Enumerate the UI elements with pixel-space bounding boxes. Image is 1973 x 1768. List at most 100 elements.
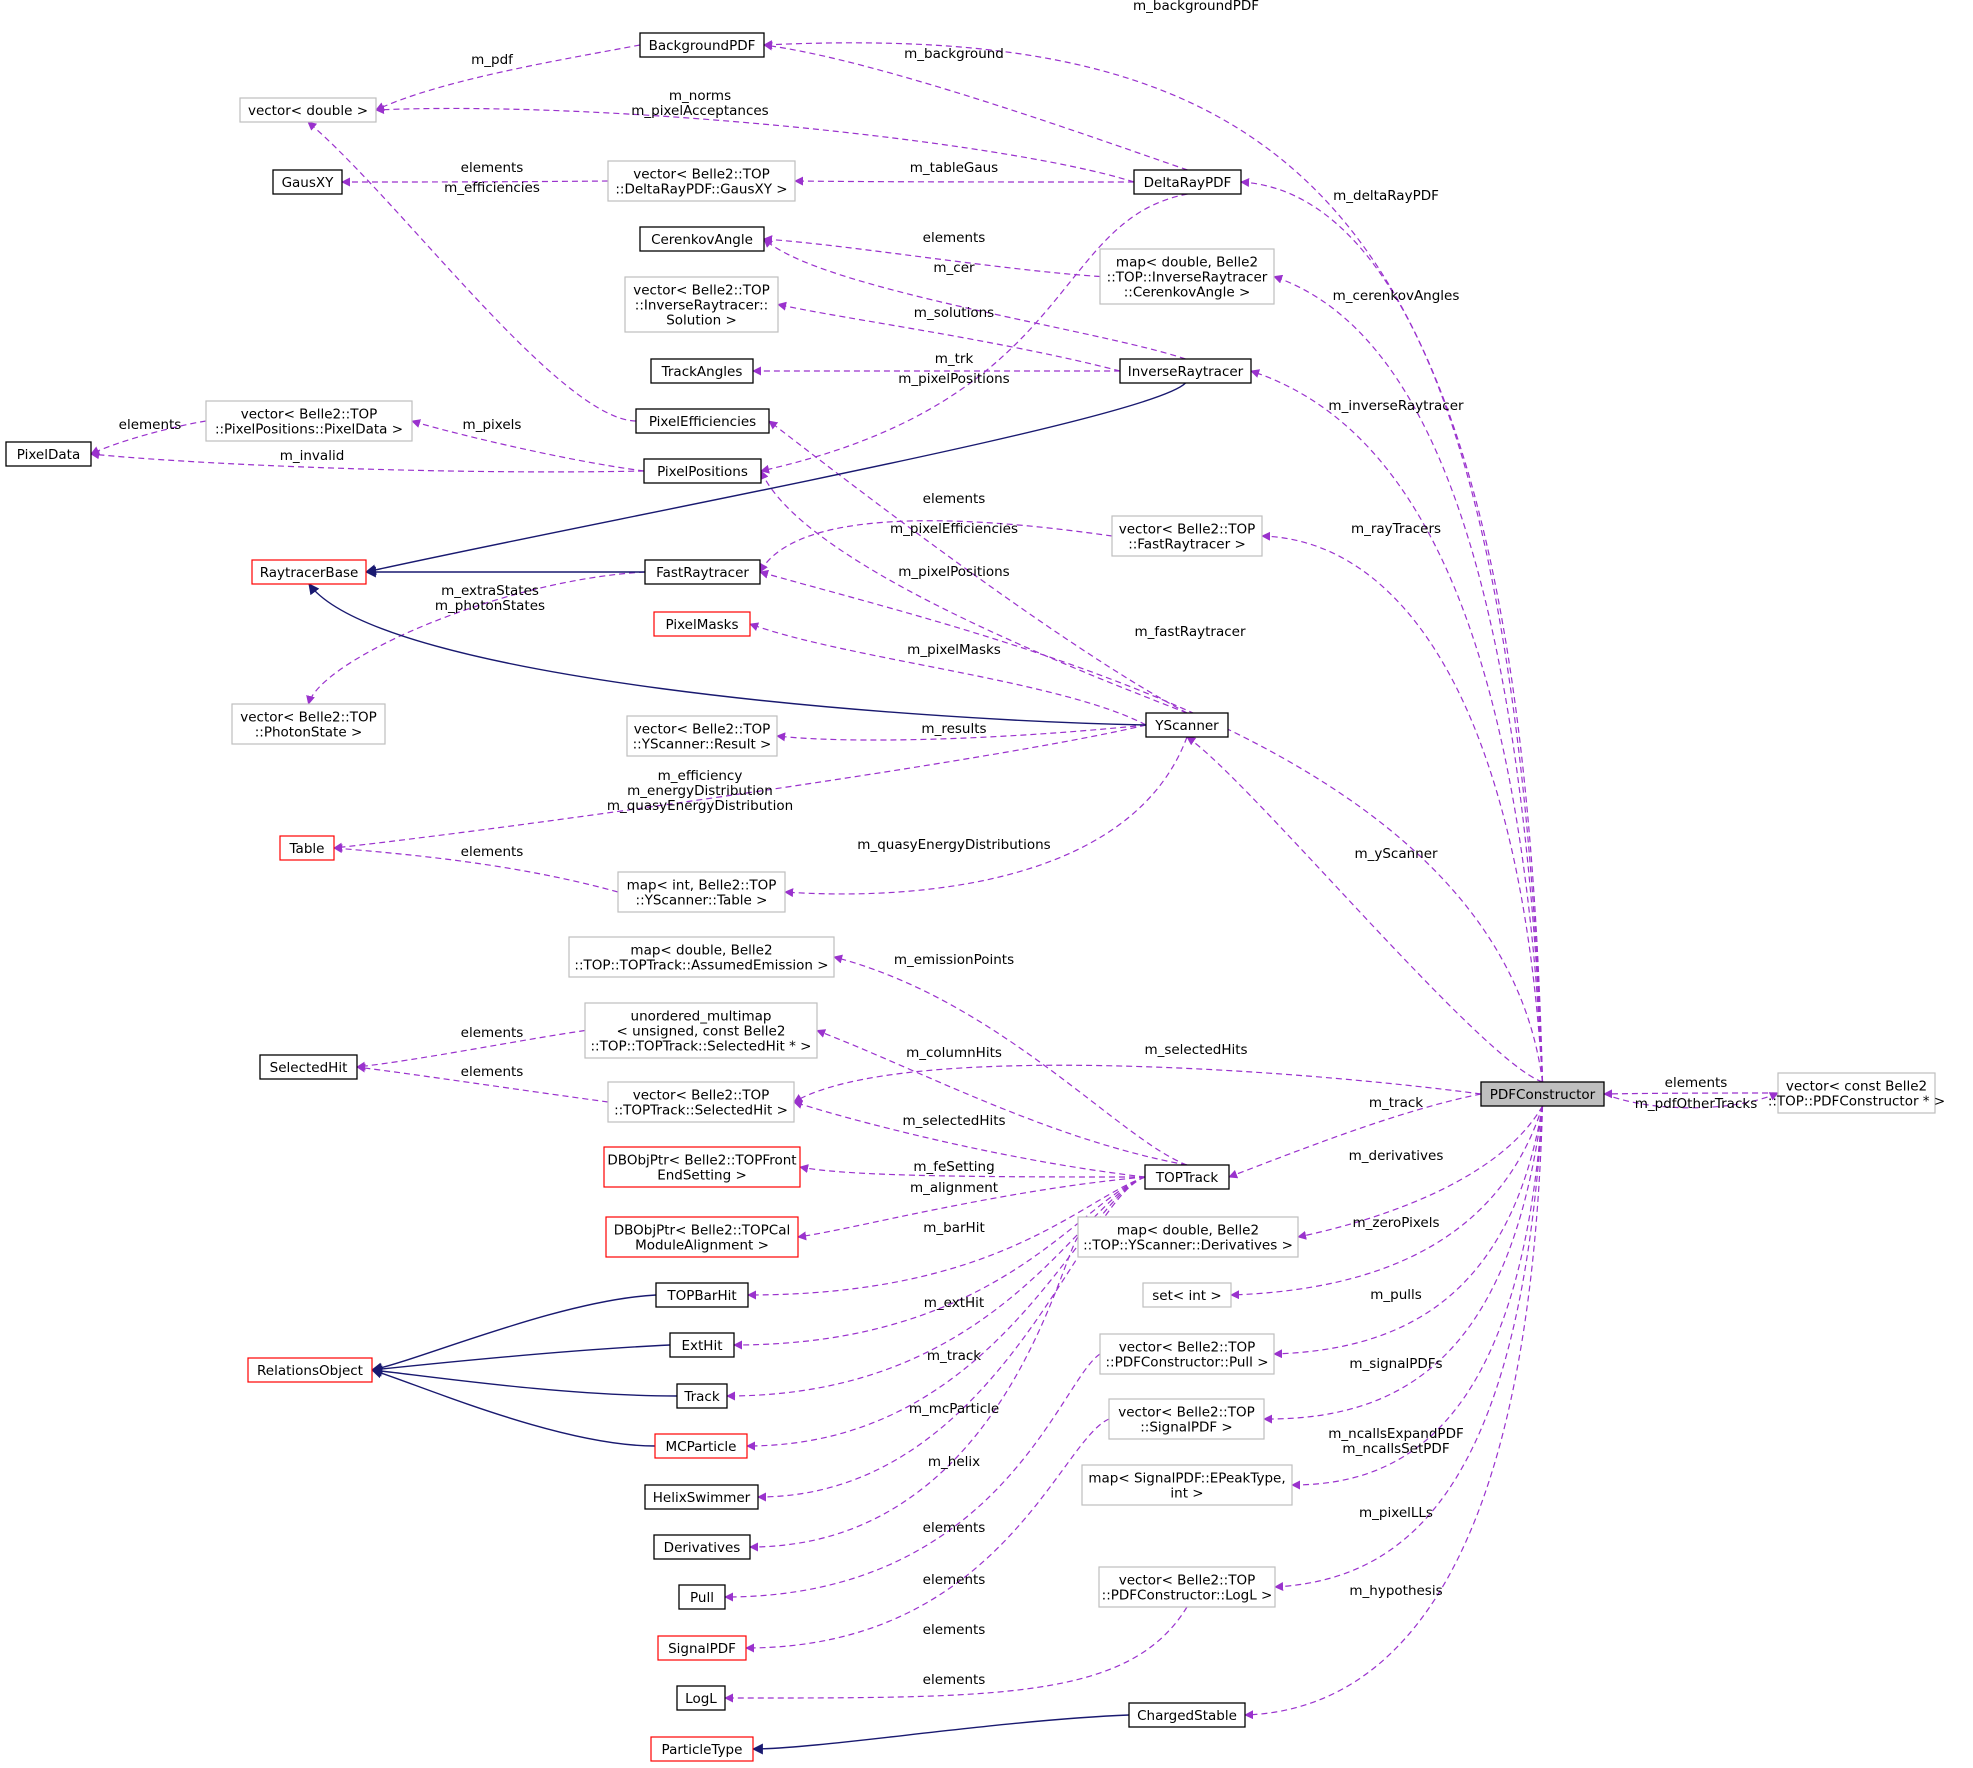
class-node-particletype[interactable]: ParticleType <box>650 1736 754 1762</box>
class-node-exthit[interactable]: ExtHit <box>669 1332 735 1358</box>
node-label: ParticleType <box>662 1742 743 1758</box>
node-label: ::DeltaRayPDF::GausXY > <box>615 182 787 198</box>
class-node-toptrack[interactable]: TOPTrack <box>1144 1164 1230 1190</box>
inheritance-edge-topbarhit-to-relationsobject <box>370 1294 657 1374</box>
node-label: EndSetting > <box>657 1168 747 1184</box>
edge-label-m-alignment: m_alignment <box>910 1180 998 1196</box>
usage-edge-m-tablegaus <box>794 176 1135 186</box>
edge-label-m-fastraytracer: m_fastRaytracer <box>1135 624 1246 640</box>
class-node-pixelpositions[interactable]: PixelPositions <box>643 458 762 484</box>
class-node-pdfconstructor[interactable]: PDFConstructor <box>1480 1081 1605 1107</box>
edge-label-m-selectedhits-top: m_selectedHits <box>902 1113 1005 1129</box>
class-node-inverseraytracer[interactable]: InverseRaytracer <box>1119 358 1252 384</box>
class-node-cerenkovangle[interactable]: CerenkovAngle <box>639 226 765 252</box>
node-box <box>624 276 779 333</box>
class-node-pixelmasks[interactable]: PixelMasks <box>653 611 751 637</box>
class-node-result-vec[interactable]: vector< Belle2::TOP::YScanner::Result > <box>626 715 778 757</box>
class-node-fastraytracer-vec[interactable]: vector< Belle2::TOP::FastRaytracer > <box>1111 515 1263 557</box>
inheritance-edge-yscanner-to-raytracerbase <box>308 583 1147 726</box>
class-node-epeak-map[interactable]: map< SignalPDF::EPeakType,int > <box>1081 1464 1293 1506</box>
node-label: ::PhotonState > <box>255 725 363 741</box>
class-node-gausxy-vec[interactable]: vector< Belle2::TOP::DeltaRayPDF::GausXY… <box>607 160 796 202</box>
class-node-emission-map[interactable]: map< double, Belle2::TOP::TOPTrack::Assu… <box>568 936 835 978</box>
node-label: TOPTrack <box>1155 1170 1219 1186</box>
node-box <box>653 611 751 637</box>
node-label: unordered_multimap <box>631 1009 772 1025</box>
node-label: CerenkovAngle <box>651 232 753 248</box>
class-node-relationsobject[interactable]: RelationsObject <box>247 1357 373 1383</box>
node-label: Pull <box>690 1590 714 1606</box>
usage-edge-elements-selhit <box>356 1063 609 1103</box>
usage-edge-m-raytracers <box>1261 531 1544 1083</box>
class-node-set-int[interactable]: set< int > <box>1142 1282 1232 1308</box>
node-label: vector< Belle2::TOP <box>1119 522 1256 538</box>
node-box <box>603 1146 801 1188</box>
node-box <box>1099 248 1275 305</box>
node-box <box>650 1736 754 1762</box>
inheritance-edge-track-to-relationsobject <box>370 1365 678 1397</box>
class-node-cerenkov-map[interactable]: map< double, Belle2::TOP::InverseRaytrac… <box>1099 248 1275 305</box>
class-node-selhit-vec[interactable]: vector< Belle2::TOP::TOPTrack::SelectedH… <box>607 1081 795 1123</box>
class-node-chargedstable[interactable]: ChargedStable <box>1128 1702 1246 1728</box>
class-node-pull[interactable]: Pull <box>678 1584 726 1610</box>
class-node-signalpdf[interactable]: SignalPDF <box>657 1635 747 1661</box>
node-label: ::TOP::TOPTrack::SelectedHit * > <box>590 1039 811 1055</box>
node-label: LogL <box>685 1691 717 1707</box>
class-node-yscanner[interactable]: YScanner <box>1145 712 1229 738</box>
class-node-dbcal[interactable]: DBObjPtr< Belle2::TOPCalModuleAlignment … <box>605 1216 799 1258</box>
class-node-pixeldata[interactable]: PixelData <box>5 441 92 467</box>
class-node-derivatives-map[interactable]: map< double, Belle2::TOP::YScanner::Deri… <box>1077 1216 1299 1258</box>
class-node-logl-vec[interactable]: vector< Belle2::TOP::PDFConstructor::Log… <box>1098 1566 1276 1608</box>
class-node-mcparticle[interactable]: MCParticle <box>654 1433 748 1459</box>
node-label: InverseRaytracer <box>1128 364 1244 380</box>
edge-label-m-hypothesis: m_hypothesis <box>1349 1583 1442 1599</box>
node-box <box>669 1332 735 1358</box>
class-node-photonstate-vec[interactable]: vector< Belle2::TOP::PhotonState > <box>231 703 386 745</box>
class-node-table[interactable]: Table <box>279 835 335 861</box>
class-node-table-map[interactable]: map< int, Belle2::TOP::YScanner::Table > <box>617 871 786 913</box>
class-node-selhit-multimap[interactable]: unordered_multimap< unsigned, const Bell… <box>584 1002 818 1059</box>
class-node-logl[interactable]: LogL <box>676 1685 726 1711</box>
class-node-gausxy[interactable]: GausXY <box>272 169 343 195</box>
edge-label-m-zeropixels: m_zeroPixels <box>1352 1215 1439 1231</box>
node-box <box>1145 712 1229 738</box>
class-node-pixeldata-vec[interactable]: vector< Belle2::TOP::PixelPositions::Pix… <box>205 400 413 442</box>
class-node-backgroundpdf[interactable]: BackgroundPDF <box>639 32 765 58</box>
edge-label-m-selectedhits-pdf: m_selectedHits <box>1144 1042 1247 1058</box>
class-node-fastraytracer[interactable]: FastRaytracer <box>644 559 761 585</box>
class-node-selectedhit[interactable]: SelectedHit <box>259 1054 358 1080</box>
class-node-pull-vec[interactable]: vector< Belle2::TOP::PDFConstructor::Pul… <box>1099 1333 1275 1375</box>
usage-edge-m-results <box>776 724 1147 742</box>
class-node-deltaraypdf[interactable]: DeltaRayPDF <box>1133 169 1242 195</box>
node-box <box>655 1282 749 1308</box>
usage-edge-m-pulls <box>1273 1105 1544 1359</box>
edge-label-m-cer: m_cer <box>933 260 975 276</box>
usage-edge-m-pixellls <box>1274 1105 1544 1592</box>
edge-label-m-pulls: m_pulls <box>1370 1287 1422 1303</box>
node-label: ::PixelPositions::PixelData > <box>215 422 403 438</box>
node-box <box>1777 1072 1936 1114</box>
class-node-signalpdf-vec[interactable]: vector< Belle2::TOP::SignalPDF > <box>1108 1398 1265 1440</box>
node-label: vector< Belle2::TOP <box>1118 1405 1255 1421</box>
node-box <box>607 1081 795 1123</box>
class-node-raytracerbase[interactable]: RaytracerBase <box>251 559 367 585</box>
class-node-topbarhit[interactable]: TOPBarHit <box>655 1282 749 1308</box>
edge-label-m-mcparticle: m_mcParticle <box>909 1401 999 1417</box>
class-node-track[interactable]: Track <box>676 1383 728 1409</box>
node-box <box>607 160 796 202</box>
class-node-trackangles[interactable]: TrackAngles <box>650 358 754 384</box>
edge-label-elements-multimap: elements <box>461 1025 524 1041</box>
edge-label-m-track-pdf: m_track <box>1369 1095 1423 1111</box>
node-box <box>279 835 335 861</box>
class-node-pixelefficiencies[interactable]: PixelEfficiencies <box>635 408 770 434</box>
class-node-derivatives[interactable]: Derivatives <box>653 1534 751 1560</box>
class-node-vector-double[interactable]: vector< double > <box>239 97 377 123</box>
class-node-helixswimmer[interactable]: HelixSwimmer <box>644 1484 759 1510</box>
class-node-solution-vec[interactable]: vector< Belle2::TOP::InverseRaytracer::S… <box>624 276 779 333</box>
class-node-pdfconstructor-vec[interactable]: vector< const Belle2::TOP::PDFConstructo… <box>1768 1072 1945 1114</box>
node-box <box>617 871 786 913</box>
node-label: ::PDFConstructor::Pull > <box>1105 1355 1268 1371</box>
